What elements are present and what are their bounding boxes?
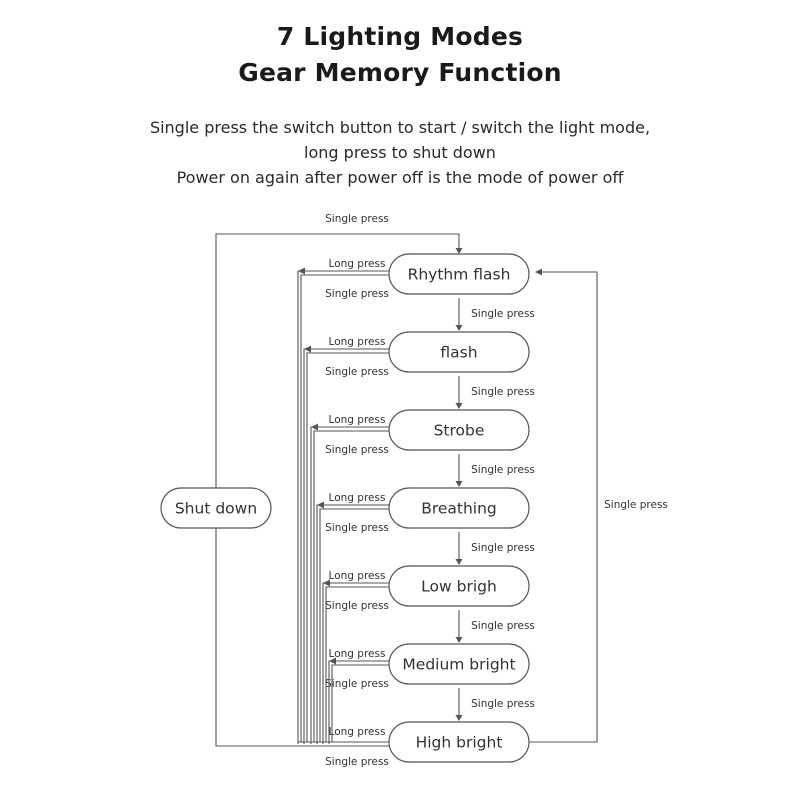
single-press-label: Single press [325, 366, 389, 378]
mode-node-label: Rhythm flash [408, 266, 511, 284]
long-press-label: Long press [329, 258, 386, 270]
mode-node-label: High bright [416, 734, 503, 752]
mode-node [388, 409, 530, 451]
long-press-bus-line-2 [319, 508, 389, 742]
mode-step-single-press-label: Single press [471, 464, 535, 476]
loop-back-arrowhead [535, 268, 542, 276]
long-press-bus-arrowhead [317, 501, 324, 509]
mode-node [388, 565, 530, 607]
mode-step-arrowhead [455, 715, 463, 721]
long-press-bus-arrowhead [298, 267, 305, 275]
mode-node [388, 487, 530, 529]
shutdown-to-rhythm-arrowhead [455, 248, 463, 254]
shutdown-single-press-label: Single press [325, 213, 389, 225]
single-press-label: Single press [325, 444, 389, 456]
long-press-bus-line-2 [300, 274, 389, 742]
single-press-label: Single press [325, 522, 389, 534]
loop-back-single-press-label: Single press [604, 499, 668, 511]
single-press-label: Single press [325, 678, 389, 690]
long-press-bus-line-2 [325, 586, 389, 742]
long-press-bus-line-2 [331, 664, 389, 742]
long-press-bus-line [316, 504, 389, 744]
mode-node [388, 253, 530, 295]
long-press-bus-arrowhead [329, 657, 336, 665]
mode-node-label: Strobe [434, 422, 485, 440]
loop-back-line [529, 271, 598, 743]
mode-step-single-press-label: Single press [471, 698, 535, 710]
mode-node-label: Medium bright [402, 656, 515, 674]
description-line-1: Single press the switch button to start … [149, 118, 651, 137]
single-press-label: Single press [325, 288, 389, 300]
shutdown-node-label: Shut down [175, 500, 257, 518]
long-press-bus-line-2 [306, 352, 389, 742]
mode-step-single-press-label: Single press [471, 620, 535, 632]
shutdown-to-rhythm-line [215, 233, 460, 488]
long-press-bus-line-2 [313, 430, 389, 742]
description-line-2: long press to shut down [304, 143, 496, 162]
mode-step-arrowhead [455, 559, 463, 565]
long-press-label: Long press [329, 336, 386, 348]
mode-node [388, 643, 530, 685]
mode-node-label: flash [440, 344, 477, 362]
single-press-label: Single press [325, 600, 389, 612]
title-line-2: Gear Memory Function [238, 58, 562, 87]
long-press-label: Long press [329, 414, 386, 426]
long-press-label: Long press [329, 648, 386, 660]
long-press-label: Long press [329, 492, 386, 504]
long-press-bus-arrowhead [311, 423, 318, 431]
single-press-label: Single press [325, 756, 389, 768]
mode-node-label: Low brigh [421, 578, 497, 596]
shutdown-to-high-line [215, 528, 389, 747]
mode-node [388, 331, 530, 373]
mode-step-arrowhead [455, 403, 463, 409]
mode-step-arrowhead [455, 637, 463, 643]
mode-step-single-press-label: Single press [471, 542, 535, 554]
mode-step-single-press-label: Single press [471, 308, 535, 320]
title-line-1: 7 Lighting Modes [276, 22, 524, 51]
mode-node-label: Breathing [421, 500, 497, 518]
mode-step-arrowhead [455, 481, 463, 487]
mode-step-single-press-label: Single press [471, 386, 535, 398]
long-press-label: Long press [329, 570, 386, 582]
long-press-bus-arrowhead [323, 579, 330, 587]
long-press-label: Long press [329, 726, 386, 738]
long-press-bus-arrowhead [304, 345, 311, 353]
description-line-3: Power on again after power off is the mo… [176, 168, 624, 187]
mode-step-arrowhead [455, 325, 463, 331]
